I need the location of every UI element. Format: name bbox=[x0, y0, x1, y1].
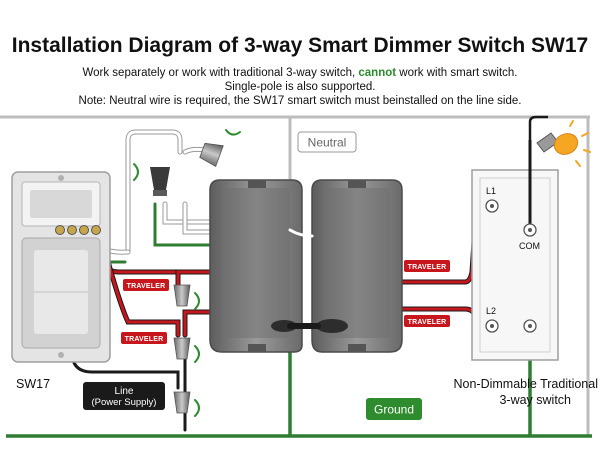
ground-badge: Ground bbox=[366, 398, 422, 420]
traveler-badge-4: TRAVELER bbox=[404, 315, 450, 327]
traveler-badge-3-text: TRAVELER bbox=[408, 264, 447, 271]
wire-nut-icon bbox=[173, 284, 191, 307]
neutral-label-text: Neutral bbox=[308, 136, 347, 150]
right-junction-box bbox=[311, 179, 403, 353]
compatibility-note: Work separately or work with traditional… bbox=[82, 67, 517, 79]
arrow-icon bbox=[133, 129, 241, 417]
screw-terminal-icon bbox=[55, 225, 101, 235]
traditional-switch-label-line2: 3-way switch bbox=[499, 393, 571, 407]
neutral-label: Neutral bbox=[297, 131, 357, 153]
line-power-badge: Line (Power Supply) bbox=[83, 382, 165, 410]
cable-bundle bbox=[287, 228, 321, 329]
com-label: COM bbox=[519, 241, 540, 251]
ground-badge-text: Ground bbox=[374, 403, 414, 417]
traveler-badge-2-text: TRAVELER bbox=[125, 336, 164, 343]
traveler-badge-4-text: TRAVELER bbox=[408, 319, 447, 326]
note-highlight: cannot bbox=[358, 67, 396, 79]
wire-nut-icon bbox=[173, 391, 191, 414]
traveler-badge-1: TRAVELER bbox=[123, 279, 169, 291]
light-bulb-icon bbox=[528, 115, 591, 167]
line-badge-subtitle: (Power Supply) bbox=[92, 397, 157, 408]
neutral-note: Note: Neutral wire is required, the SW17… bbox=[79, 95, 522, 107]
wire-nut-icon bbox=[173, 337, 191, 360]
sw17-label: SW17 bbox=[16, 377, 50, 391]
traditional-switch-label-line1: Non-Dimmable Traditional bbox=[453, 377, 598, 391]
left-junction-box bbox=[209, 179, 303, 353]
wire-nut-icon bbox=[199, 142, 224, 167]
traditional-switch: L1 L2 COM bbox=[471, 140, 559, 361]
traveler-badge-3: TRAVELER bbox=[404, 260, 450, 272]
traveler-badge-2: TRAVELER bbox=[121, 332, 167, 344]
note-part-2: work with smart switch. bbox=[396, 67, 517, 79]
line-badge-title: Line bbox=[115, 386, 134, 397]
l1-label: L1 bbox=[486, 186, 496, 196]
sw17-switch bbox=[11, 171, 111, 363]
note-part-1: Work separately or work with traditional… bbox=[82, 67, 358, 79]
diagram-title: Installation Diagram of 3-way Smart Dimm… bbox=[12, 34, 589, 57]
traveler-badge-1-text: TRAVELER bbox=[127, 283, 166, 290]
wire-nut-icon bbox=[150, 167, 170, 196]
l2-label: L2 bbox=[486, 306, 496, 316]
single-pole-note: Single-pole is also supported. bbox=[225, 81, 376, 93]
